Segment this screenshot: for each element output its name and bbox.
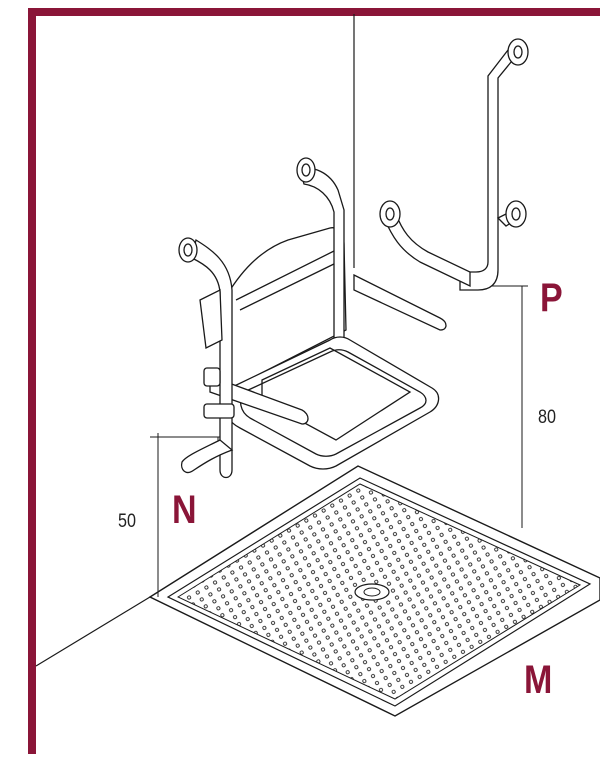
- dimension-80-label: 80: [538, 407, 556, 428]
- dimension-50-label: 50: [118, 511, 136, 532]
- label-p: P: [540, 276, 563, 320]
- grab-bar-icon: [379, 38, 529, 291]
- label-n: N: [172, 488, 197, 532]
- shower-seat-icon: [178, 157, 447, 479]
- room-corner-lines: [35, 14, 355, 667]
- frame: [28, 8, 600, 759]
- grab-bar-height-dimension: [483, 285, 528, 528]
- label-m: M: [524, 658, 553, 702]
- shower-tray-icon: [148, 465, 600, 717]
